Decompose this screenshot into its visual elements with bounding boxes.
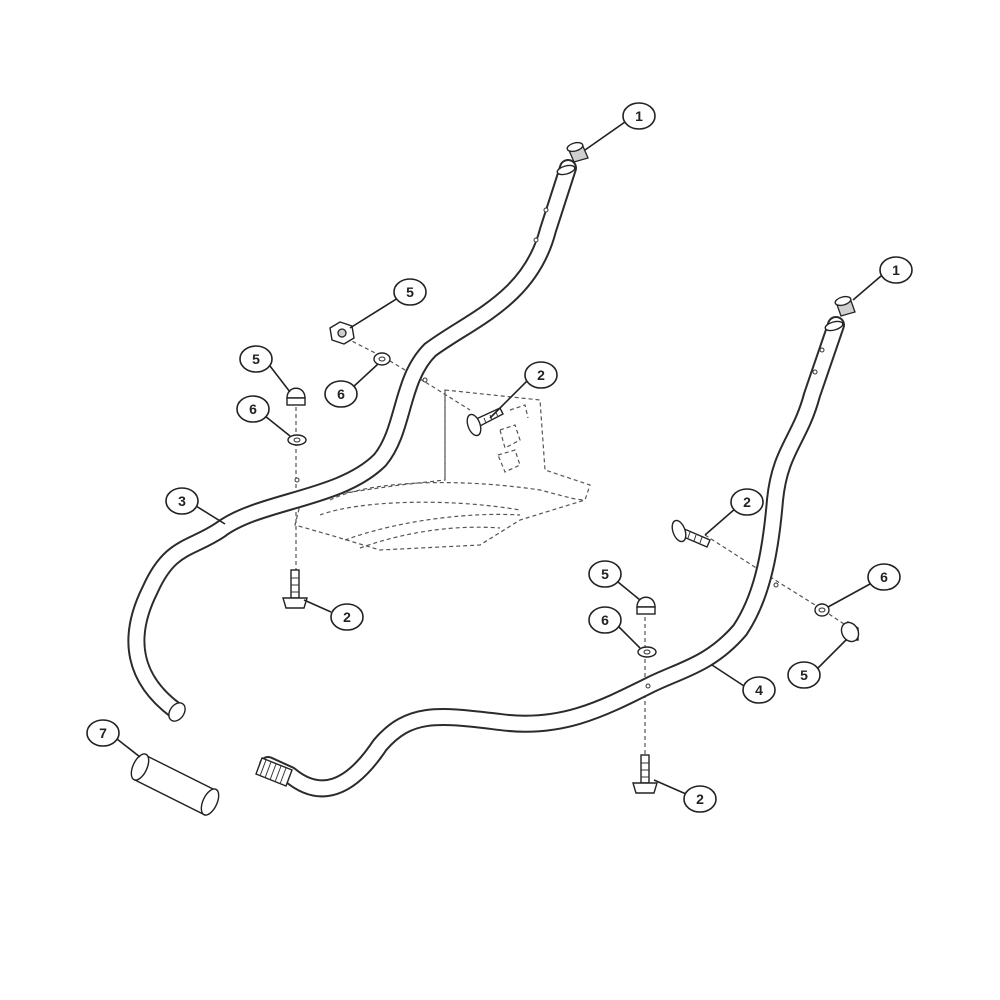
callout-4: 4 [742,676,776,704]
bolt-2-left-vertical [282,569,308,609]
callout-label: 5 [406,284,414,300]
callout-5-upper: 5 [393,278,427,306]
end-cap-1-left [566,141,589,163]
callout-1-top-left: 1 [622,102,656,130]
callout-label: 6 [880,569,888,585]
callout-label: 5 [601,566,609,582]
callout-2-left: 2 [330,603,364,631]
callout-2-right: 2 [730,488,764,516]
callout-label: 6 [601,612,609,628]
callout-6-left: 6 [236,395,270,423]
hand-grip-7 [130,753,220,816]
callout-7: 7 [86,719,120,747]
callout-2-upper: 2 [524,361,558,389]
callout-6-right: 6 [588,606,622,634]
callout-5-lower-right: 5 [787,661,821,689]
acorn-nut-5-left [286,387,306,406]
handle-bar-4 [255,316,845,798]
callout-1-top-right: 1 [879,256,913,284]
acorn-nut-5-lower-right [840,620,860,643]
callout-label: 2 [696,791,704,807]
mower-deck-outline [294,389,591,551]
callout-5-right: 5 [588,560,622,588]
washer-6-left [287,434,307,446]
callout-label: 2 [343,609,351,625]
bolt-2-lower-right-vertical [632,754,658,794]
callout-3: 3 [165,487,199,515]
bolt-2-right-horizontal [671,519,711,548]
callout-label: 4 [755,682,763,698]
washer-6-right [637,646,657,658]
handle-bar-4-knurled-end [255,757,293,787]
washer-6-upper [373,352,391,366]
handle-bar-3 [127,159,577,722]
callout-label: 1 [635,108,643,124]
callout-label: 6 [249,401,257,417]
callout-label: 2 [537,367,545,383]
nut-5-upper-left [329,321,355,345]
callout-label: 5 [800,667,808,683]
callout-5-left: 5 [239,345,273,373]
washer-6-lower-right [814,603,830,617]
bolt-2-upper [466,407,504,437]
callout-leaders [116,121,882,795]
end-cap-1-right [834,295,856,317]
acorn-nut-5-right [636,596,656,615]
callout-label: 3 [178,493,186,509]
callout-2-lower-right: 2 [683,785,717,813]
callout-6-upper: 6 [324,380,358,408]
callout-label: 2 [743,494,751,510]
callout-label: 7 [99,725,107,741]
callout-6-lower-right: 6 [867,563,901,591]
callout-label: 1 [892,262,900,278]
callout-label: 6 [337,386,345,402]
callout-label: 5 [252,351,260,367]
